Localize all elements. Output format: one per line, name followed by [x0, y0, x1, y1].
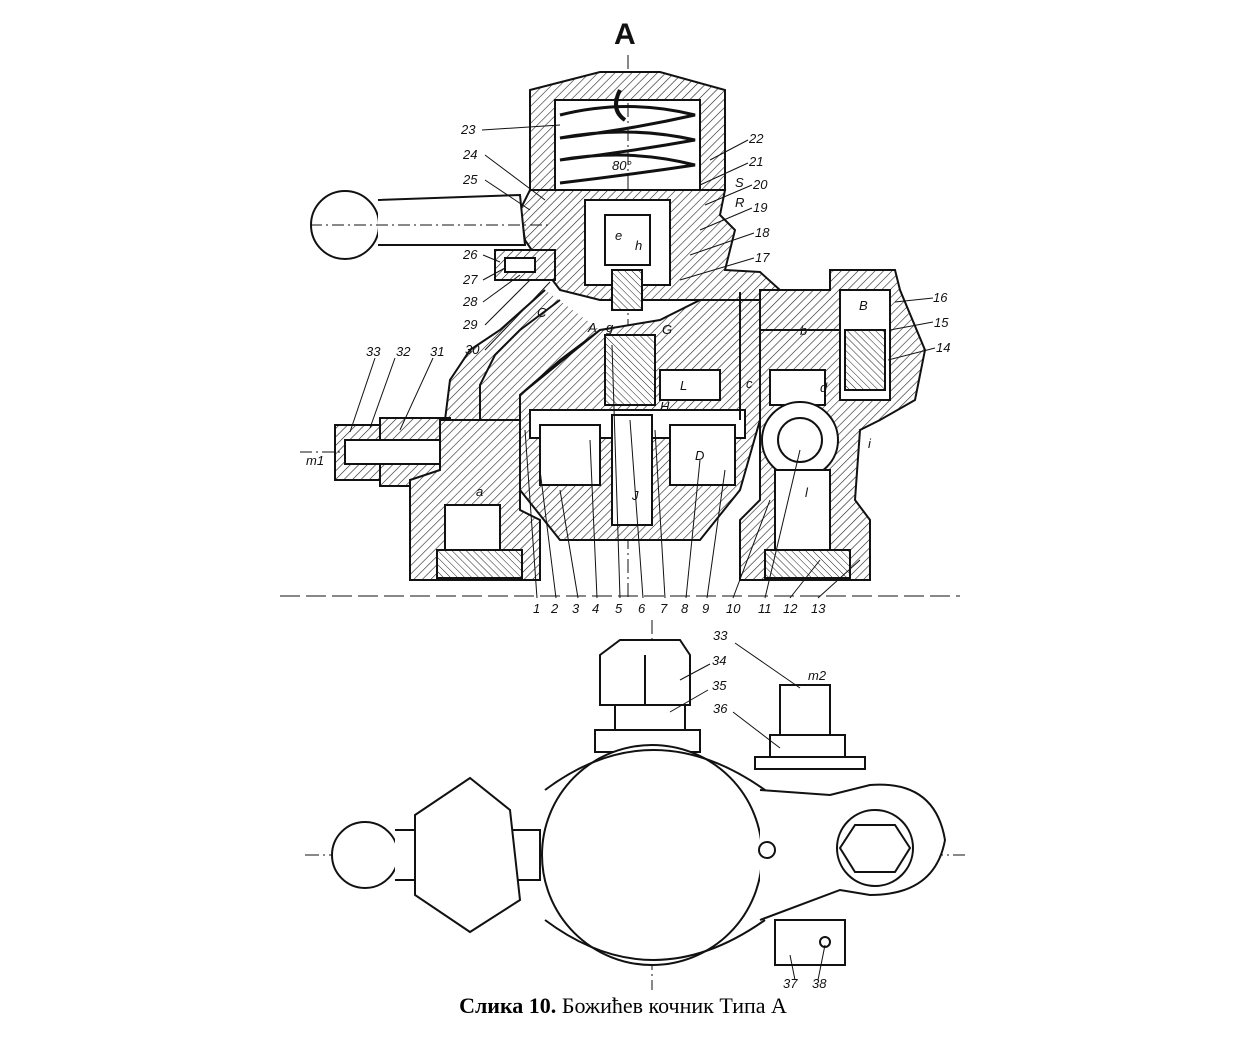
part-2: 2: [550, 601, 559, 616]
part-36: 36: [713, 701, 728, 716]
part-22: 22: [748, 131, 764, 146]
part-25: 25: [462, 172, 478, 187]
figure-caption: Слика 10. Божићев кочник Типа А: [0, 993, 1246, 1019]
part-21: 21: [748, 154, 763, 169]
part-37: 37: [783, 976, 798, 991]
part-23: 23: [460, 122, 476, 137]
part-35: 35: [712, 678, 727, 693]
part-18: 18: [755, 225, 770, 240]
letter-e: e: [615, 228, 622, 243]
part-33b: 33: [713, 628, 728, 643]
part-32: 32: [396, 344, 411, 359]
section-label: A: [614, 18, 636, 51]
part-28: 28: [462, 294, 478, 309]
part-4: 4: [592, 601, 599, 616]
part-33: 33: [366, 344, 381, 359]
letter-B: B: [859, 298, 868, 313]
part-6: 6: [638, 601, 646, 616]
part-8: 8: [681, 601, 689, 616]
part-5: 5: [615, 601, 623, 616]
part-11: 11: [758, 601, 772, 616]
part-24: 24: [462, 147, 477, 162]
part-26: 26: [462, 247, 478, 262]
letter-c: c: [746, 376, 753, 391]
letter-m1: m1: [306, 453, 324, 468]
part-16: 16: [933, 290, 948, 305]
letter-R: R: [735, 195, 744, 210]
letter-m2: m2: [808, 668, 827, 683]
part-17: 17: [755, 250, 770, 265]
part-30: 30: [465, 342, 480, 357]
caption-text: Божићев кочник Типа А: [562, 993, 787, 1018]
letter-C: C: [537, 305, 547, 320]
letter-d: d: [820, 380, 828, 395]
part-9: 9: [702, 601, 709, 616]
part-27: 27: [462, 272, 478, 287]
part-19: 19: [753, 200, 767, 215]
letter-h: h: [635, 238, 642, 253]
part-1: 1: [533, 601, 540, 616]
letter-S: S: [735, 175, 744, 190]
part-15: 15: [934, 315, 949, 330]
letter-b: b: [800, 323, 807, 338]
caption-number: Слика 10.: [459, 993, 556, 1018]
letter-L: L: [680, 378, 687, 393]
sectional-view: A 80° e h a: [280, 18, 960, 600]
letter-G: G: [662, 322, 672, 337]
part-34: 34: [712, 653, 726, 668]
letter-A: A: [587, 320, 597, 335]
part-12: 12: [783, 601, 798, 616]
part-3: 3: [572, 601, 580, 616]
part-10: 10: [726, 601, 741, 616]
letter-i: i: [868, 436, 872, 451]
part-38: 38: [812, 976, 827, 991]
letter-a: a: [476, 484, 483, 499]
part-20: 20: [752, 177, 768, 192]
part-14: 14: [936, 340, 950, 355]
part-7: 7: [660, 601, 668, 616]
letter-H: H: [660, 399, 670, 414]
letter-g: g: [606, 320, 614, 335]
part-13: 13: [811, 601, 826, 616]
part-31: 31: [430, 344, 444, 359]
angle-label: 80°: [612, 158, 632, 173]
part-29: 29: [462, 317, 477, 332]
plan-view: m2: [305, 620, 965, 990]
